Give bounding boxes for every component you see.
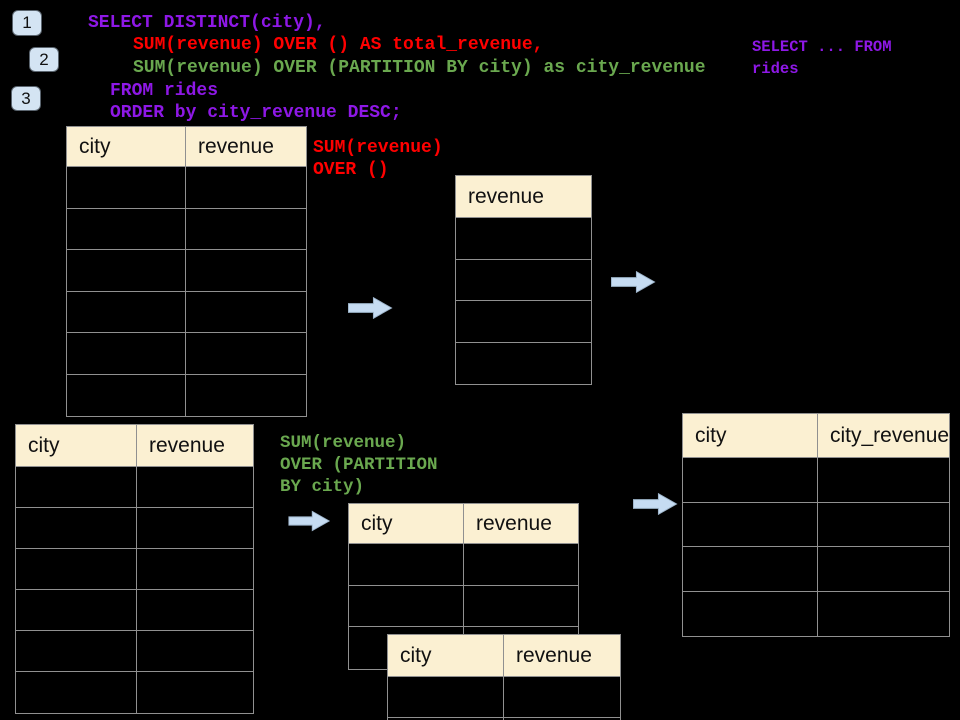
table-cell-empty xyxy=(388,718,504,720)
column-header-city: city xyxy=(16,425,137,467)
table-cell-empty xyxy=(137,467,253,508)
column-header-revenue: revenue xyxy=(456,176,591,218)
table-cell-empty xyxy=(456,342,591,384)
table-cell-empty xyxy=(67,167,186,209)
table-cell-empty xyxy=(16,590,137,631)
step-badge-2-label: 2 xyxy=(39,49,49,69)
annotation-partition-line-2: OVER (PARTITION xyxy=(280,455,438,475)
table-cell-empty xyxy=(67,333,186,375)
step-badge-3-label: 3 xyxy=(21,88,31,108)
table-cell-empty xyxy=(464,585,578,627)
side-sql-snippet: SELECT ... FROM rides xyxy=(752,36,892,80)
sql-line-select: SELECT DISTINCT(city), xyxy=(88,13,326,33)
table-cell-empty xyxy=(16,508,137,549)
column-header-city: city xyxy=(349,504,464,544)
table-cell-empty xyxy=(683,502,818,547)
table-cell-empty xyxy=(137,631,253,672)
column-header-revenue: revenue xyxy=(186,127,306,167)
annotation-total-line-1: SUM(revenue) xyxy=(313,138,443,158)
table-cell-empty xyxy=(137,508,253,549)
table-cell-empty xyxy=(683,458,818,503)
table-partition-group-back: city revenue xyxy=(348,503,579,670)
sql-line-sum-over: SUM(revenue) OVER () AS total_revenue, xyxy=(133,35,544,55)
step-badge-2: 2 xyxy=(29,47,59,72)
table-cell-empty xyxy=(456,301,591,343)
table-cell-empty xyxy=(456,218,591,260)
step-badge-1-label: 1 xyxy=(22,13,32,32)
table-cell-empty xyxy=(388,677,504,718)
flow-arrow-icon-3 xyxy=(288,510,331,532)
table-city-revenue-result: city city_revenue xyxy=(682,413,950,637)
table-cell-empty xyxy=(137,549,253,590)
step-badge-1: 1 xyxy=(12,10,42,36)
table-cell-empty xyxy=(16,631,137,672)
flow-arrow-icon-2 xyxy=(611,270,656,294)
table-cell-empty xyxy=(504,677,620,718)
table-total-revenue: revenue xyxy=(455,175,592,385)
table-cell-empty xyxy=(349,544,464,586)
column-header-city: city xyxy=(67,127,186,167)
table-cell-empty xyxy=(683,591,818,636)
table-cell-empty xyxy=(186,374,306,416)
annotation-partition-line-1: SUM(revenue) xyxy=(280,433,407,453)
table-cell-empty xyxy=(504,718,620,720)
side-sql-line-1: SELECT ... FROM xyxy=(752,38,892,56)
table-source-rides-top: city revenue xyxy=(66,126,307,417)
table-source-rides-bottom: city revenue xyxy=(15,424,254,714)
table-cell-empty xyxy=(818,458,949,503)
table-cell-empty xyxy=(186,167,306,209)
annotation-total-line-2: OVER () xyxy=(313,160,389,180)
table-partition-group-front: city revenue xyxy=(387,634,621,720)
step-badge-3: 3 xyxy=(11,86,41,111)
table-cell-empty xyxy=(67,250,186,292)
table-cell-empty xyxy=(16,467,137,508)
table-cell-empty xyxy=(464,544,578,586)
side-sql-line-2: rides xyxy=(752,60,799,78)
column-header-city: city xyxy=(683,414,818,458)
table-cell-empty xyxy=(456,259,591,301)
flow-arrow-icon-4 xyxy=(633,492,678,516)
table-cell-empty xyxy=(186,291,306,333)
column-header-revenue: revenue xyxy=(464,504,578,544)
table-cell-empty xyxy=(186,250,306,292)
sql-line-order-by: ORDER by city_revenue DESC; xyxy=(110,103,402,123)
table-cell-empty xyxy=(67,208,186,250)
column-header-city-revenue: city_revenue xyxy=(818,414,949,458)
sql-line-sum-partition: SUM(revenue) OVER (PARTITION BY city) as… xyxy=(133,58,706,78)
column-header-revenue: revenue xyxy=(504,635,620,677)
table-cell-empty xyxy=(186,333,306,375)
table-cell-empty xyxy=(137,672,253,713)
table-cell-empty xyxy=(16,672,137,713)
column-header-city: city xyxy=(388,635,504,677)
table-cell-empty xyxy=(67,291,186,333)
annotation-partition-line-3: BY city) xyxy=(280,477,365,497)
column-header-revenue: revenue xyxy=(137,425,253,467)
table-cell-empty xyxy=(818,591,949,636)
flow-arrow-icon-1 xyxy=(348,296,393,320)
table-cell-empty xyxy=(67,374,186,416)
table-cell-empty xyxy=(683,547,818,592)
sql-line-from: FROM rides xyxy=(110,81,219,101)
table-cell-empty xyxy=(186,208,306,250)
table-cell-empty xyxy=(349,585,464,627)
table-cell-empty xyxy=(818,502,949,547)
table-cell-empty xyxy=(16,549,137,590)
table-cell-empty xyxy=(818,547,949,592)
table-cell-empty xyxy=(137,590,253,631)
annotation-total-revenue: SUM(revenue)OVER () xyxy=(313,137,443,181)
